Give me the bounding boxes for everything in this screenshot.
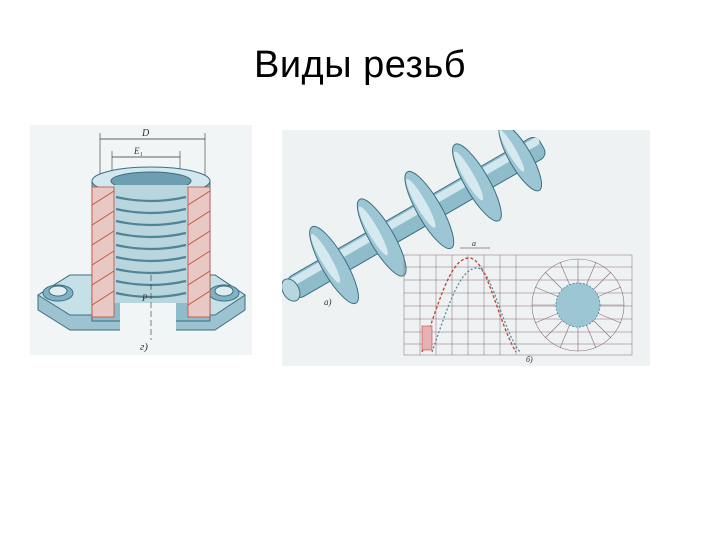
- dim-inner-label: E₁: [133, 146, 143, 156]
- auger-screw-figure: а) a: [281, 123, 650, 366]
- dim-outer-label: D: [141, 128, 150, 139]
- slide-title: Виды резьб: [253, 44, 467, 86]
- screw-caption-b: б): [526, 355, 533, 364]
- pitch-label: P: [141, 293, 148, 303]
- screw-dim-top: a: [472, 239, 476, 248]
- auger-screw-and-helix-construction-icon: а) a: [281, 123, 650, 366]
- threaded-nut-cutaway-icon: D E₁: [30, 125, 252, 355]
- threaded-nut-figure: D E₁: [30, 125, 252, 355]
- nut-caption: г): [140, 341, 148, 353]
- screw-caption-a: а): [324, 297, 332, 307]
